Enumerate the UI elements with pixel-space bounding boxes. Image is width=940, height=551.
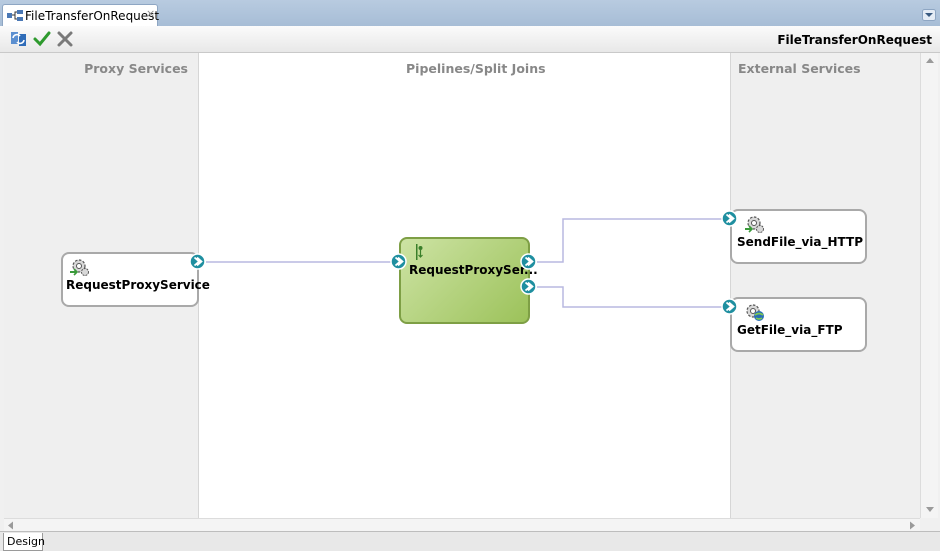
http-business-service-node[interactable]: SendFile_via_HTTP — [730, 209, 867, 264]
ftp-business-service-node[interactable]: GetFile_via_FTP — [730, 297, 867, 352]
horizontal-scrollbar[interactable] — [4, 518, 920, 531]
editor-bottom-tab-bar — [0, 531, 940, 551]
editor-tab-label: FileTransferOnRequest — [25, 9, 160, 23]
ftp-service-label: GetFile_via_FTP — [737, 323, 843, 337]
tab-design[interactable]: Design — [3, 533, 45, 551]
scroll-up-icon — [926, 58, 934, 63]
document-title: FileTransferOnRequest — [777, 33, 932, 47]
service-bus-overview-icon — [7, 10, 23, 25]
pipeline-output-port-http-icon[interactable] — [520, 253, 537, 270]
proxy-service-gear-icon — [68, 257, 90, 280]
pipeline-output-port-ftp-icon[interactable] — [520, 278, 537, 295]
pipelines-lane: Pipelines/Split Joins — [199, 53, 730, 76]
editor-tab[interactable]: FileTransferOnRequest × — [2, 4, 160, 26]
ftp-service-gear-globe-icon — [743, 302, 765, 325]
tab-list-dropdown-icon[interactable] — [922, 9, 936, 21]
refresh-icon[interactable] — [9, 29, 29, 49]
pipelines-header: Pipelines/Split Joins — [406, 61, 546, 76]
ftp-service-input-port-icon[interactable] — [721, 298, 738, 315]
proxy-service-output-port-icon[interactable] — [189, 253, 206, 270]
close-icon[interactable] — [55, 29, 75, 49]
editor-toolbar — [0, 26, 940, 53]
http-service-gear-icon — [743, 214, 765, 237]
tab-design-label: Design — [7, 535, 45, 548]
checkmark-icon[interactable] — [32, 29, 52, 49]
proxy-service-node[interactable]: RequestProxyService — [61, 252, 210, 307]
pipeline-input-port-icon[interactable] — [390, 253, 407, 270]
scroll-right-icon — [910, 521, 915, 530]
pipeline-node[interactable]: RequestProxySer... — [399, 237, 538, 324]
scroll-left-icon — [8, 521, 13, 530]
external-services-header: External Services — [738, 61, 861, 76]
pipeline-label: RequestProxySer... — [409, 263, 538, 277]
http-service-input-port-icon[interactable] — [721, 210, 738, 227]
external-services-lane: External Services — [730, 53, 920, 518]
vertical-scrollbar[interactable] — [920, 53, 938, 518]
http-service-label: SendFile_via_HTTP — [737, 235, 863, 249]
close-tab-icon[interactable]: × — [146, 7, 156, 20]
proxy-service-label: RequestProxyService — [66, 278, 210, 292]
proxy-services-header: Proxy Services — [84, 61, 188, 76]
scroll-down-icon — [926, 507, 934, 512]
pipeline-flow-icon — [416, 244, 424, 263]
